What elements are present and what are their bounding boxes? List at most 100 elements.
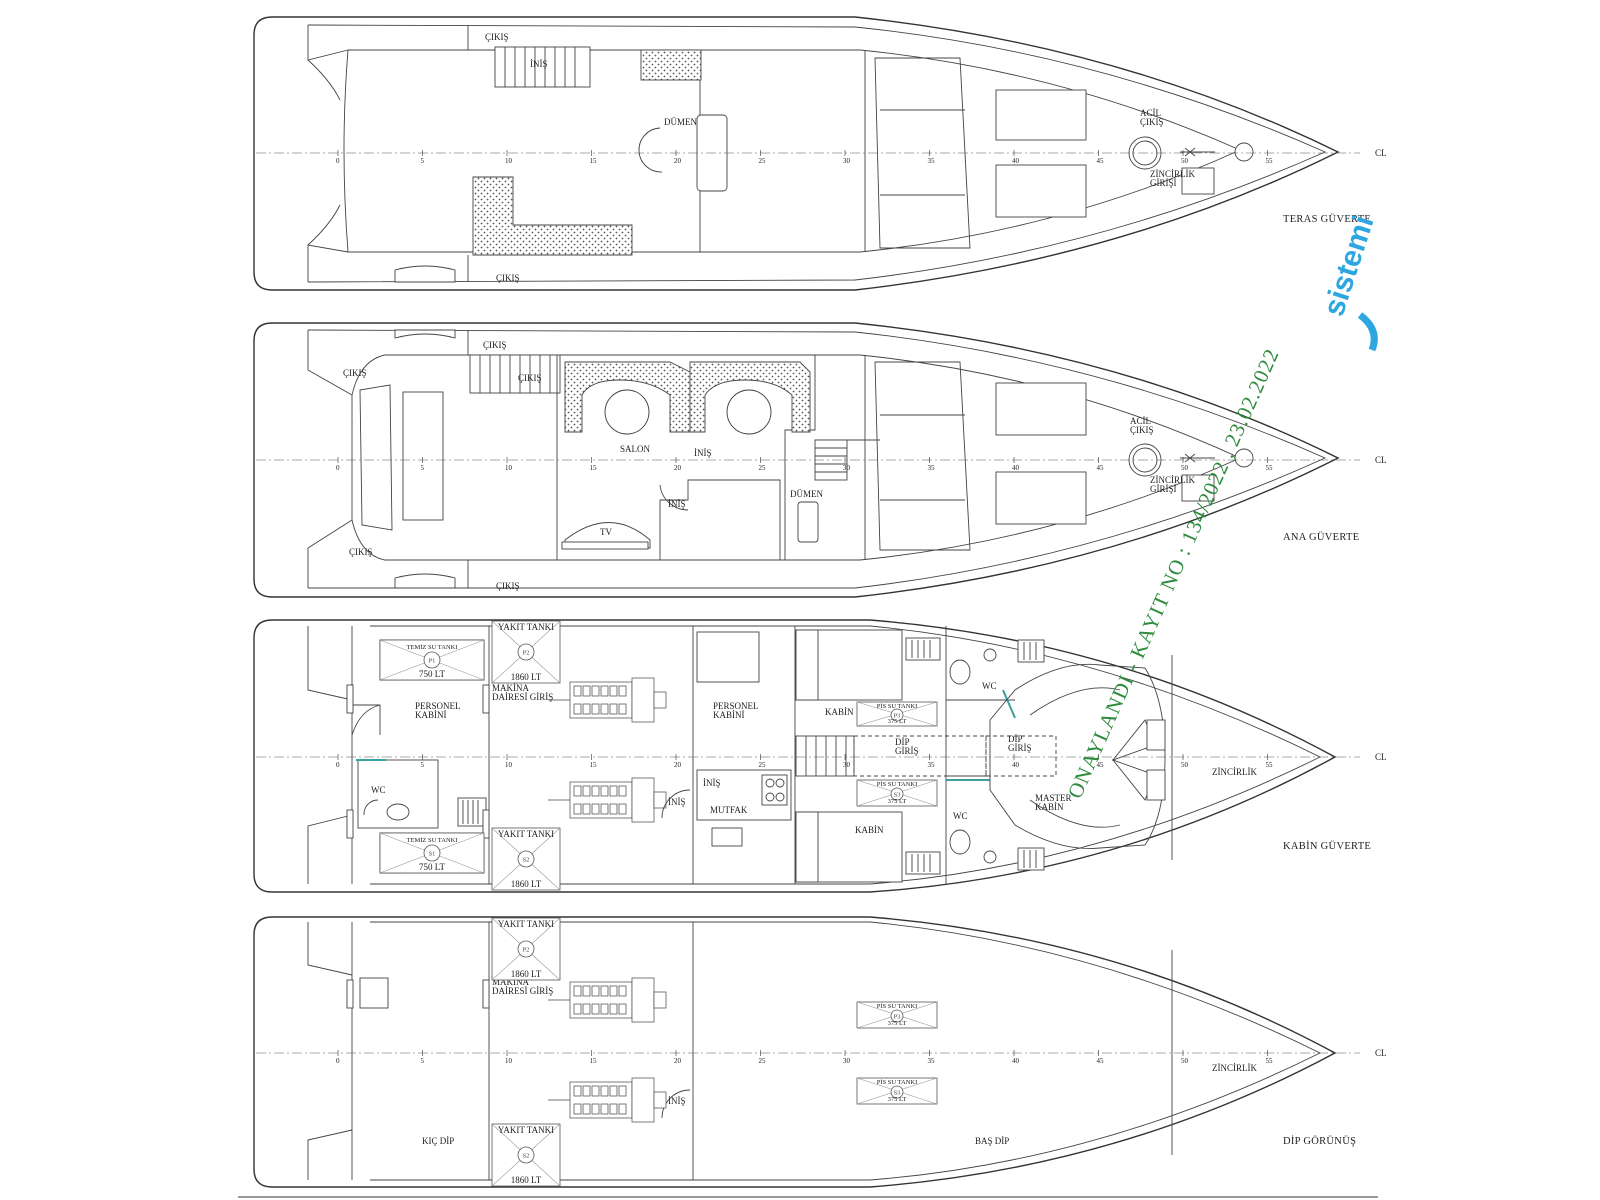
frame-number: 45 bbox=[1097, 1057, 1105, 1065]
tank-title: PİS SU TANKI bbox=[877, 703, 918, 710]
label-chain-locker: ZİNCİRLİK bbox=[1212, 1063, 1257, 1073]
label-aft-bilge: KIÇ DİP bbox=[422, 1136, 454, 1146]
watermark-text: sistemi bbox=[1317, 212, 1380, 321]
label-salon: SALON bbox=[620, 444, 651, 454]
tank-code: S3 bbox=[894, 1090, 901, 1097]
label-cabin-bottom: KABİN bbox=[855, 825, 884, 835]
frame-number: 35 bbox=[928, 464, 936, 472]
frame-number: 45 bbox=[1097, 761, 1105, 769]
tank-code: S2 bbox=[523, 1153, 530, 1160]
tank-capacity: 1860 LT bbox=[511, 969, 542, 979]
label-stairs-down: İNİŞ bbox=[694, 448, 712, 458]
engine-icon bbox=[548, 1077, 667, 1123]
tank-title: YAKIT TANKI bbox=[498, 829, 554, 839]
frame-number: 5 bbox=[421, 157, 425, 165]
deck-ana: ÇIKIŞ ÇIKIŞ ÇIKIŞ ÇIKIŞ ÇIKIŞ SALON İNİŞ… bbox=[253, 322, 1387, 598]
frame-number: 40 bbox=[1012, 464, 1020, 472]
frame-number: 30 bbox=[843, 1057, 851, 1065]
label-fwd-bilge: BAŞ DİP bbox=[975, 1136, 1009, 1146]
deck-title-teras: TERAS GÜVERTE bbox=[1283, 213, 1371, 225]
frame-number: 0 bbox=[336, 157, 340, 165]
frame-number: 35 bbox=[928, 157, 936, 165]
frame-number: 45 bbox=[1097, 464, 1105, 472]
label-exit-stair-top: ÇIKIŞ bbox=[483, 340, 507, 350]
frame-number: 20 bbox=[674, 761, 682, 769]
frame-number: 10 bbox=[505, 1057, 513, 1065]
label-stairs-down: İNİŞ bbox=[668, 1096, 686, 1106]
tank-title: PİS SU TANKI bbox=[877, 781, 918, 788]
frame-number: 50 bbox=[1181, 157, 1189, 165]
frame-number: 10 bbox=[505, 464, 513, 472]
centerline-label: CL bbox=[1375, 752, 1387, 762]
label-galley: MUTFAK bbox=[710, 805, 748, 815]
frame-number: 25 bbox=[759, 1057, 767, 1065]
tank-capacity: 375 LT bbox=[888, 1020, 907, 1027]
frame-number: 20 bbox=[674, 1057, 682, 1065]
label-wc-aft: WC bbox=[371, 785, 386, 795]
frame-number: 35 bbox=[928, 761, 936, 769]
frame-number: 25 bbox=[759, 464, 767, 472]
label-cabin-top: KABİN bbox=[825, 707, 854, 717]
frame-number: 20 bbox=[674, 464, 682, 472]
tank-code: S1 bbox=[429, 851, 436, 858]
hull-outline-teras bbox=[253, 16, 1340, 291]
tank-capacity: 1860 LT bbox=[511, 879, 542, 889]
frame-number: 40 bbox=[1012, 1057, 1020, 1065]
tank-title: YAKIT TANKI bbox=[498, 1125, 554, 1135]
tank-code: S3 bbox=[894, 792, 901, 799]
frame-number: 15 bbox=[590, 464, 598, 472]
frame-number: 5 bbox=[421, 761, 425, 769]
label-exit-aft-top: ÇIKIŞ bbox=[343, 368, 367, 378]
label-exit-stair-mid: ÇIKIŞ bbox=[518, 373, 542, 383]
watermark-logo-icon bbox=[1357, 312, 1378, 352]
frame-number: 25 bbox=[759, 761, 767, 769]
frame-number: 40 bbox=[1012, 761, 1020, 769]
frame-number: 40 bbox=[1012, 157, 1020, 165]
label-exit-aft-bottom: ÇIKIŞ bbox=[349, 547, 373, 557]
label-stairs-down: İNİŞ bbox=[703, 778, 721, 788]
label-stairs-down-2: İNİŞ bbox=[668, 797, 686, 807]
hull-outline-dip bbox=[253, 916, 1337, 1188]
frame-number: 15 bbox=[590, 1057, 598, 1065]
tank-capacity: 1860 LT bbox=[511, 1175, 542, 1185]
label-stairs-down: İNİŞ bbox=[530, 59, 548, 69]
tank-code: P3 bbox=[894, 1014, 901, 1021]
centerline-label: CL bbox=[1375, 148, 1387, 158]
frame-number: 0 bbox=[336, 1057, 340, 1065]
engine-icon bbox=[548, 777, 667, 823]
tank-code: P1 bbox=[429, 658, 436, 665]
tank-capacity: 750 LT bbox=[419, 669, 445, 679]
frame-number: 55 bbox=[1266, 761, 1274, 769]
label-wc-top: WC bbox=[982, 681, 997, 691]
tank-capacity: 750 LT bbox=[419, 862, 445, 872]
tank-capacity: 1860 LT bbox=[511, 672, 542, 682]
tank-title: PİS SU TANKI bbox=[877, 1003, 918, 1010]
deck-title-ana: ANA GÜVERTE bbox=[1283, 531, 1359, 543]
centerline-label: CL bbox=[1375, 455, 1387, 465]
label-tv: TV bbox=[600, 527, 612, 537]
label-helm: DÜMEN bbox=[664, 117, 697, 127]
hull-outline-kabin bbox=[253, 619, 1337, 893]
frame-number: 30 bbox=[843, 157, 851, 165]
tank-title: YAKIT TANKI bbox=[498, 919, 554, 929]
label-exit-bottom: ÇIKIŞ bbox=[496, 273, 520, 283]
frame-number: 10 bbox=[505, 157, 513, 165]
label-exit-bottom: ÇIKIŞ bbox=[496, 581, 520, 591]
frame-number: 25 bbox=[759, 157, 767, 165]
frame-number: 10 bbox=[505, 761, 513, 769]
tank-s2-bottom: YAKIT TANKI S2 1860 LT bbox=[491, 1123, 561, 1187]
frame-number: 5 bbox=[421, 1057, 425, 1065]
